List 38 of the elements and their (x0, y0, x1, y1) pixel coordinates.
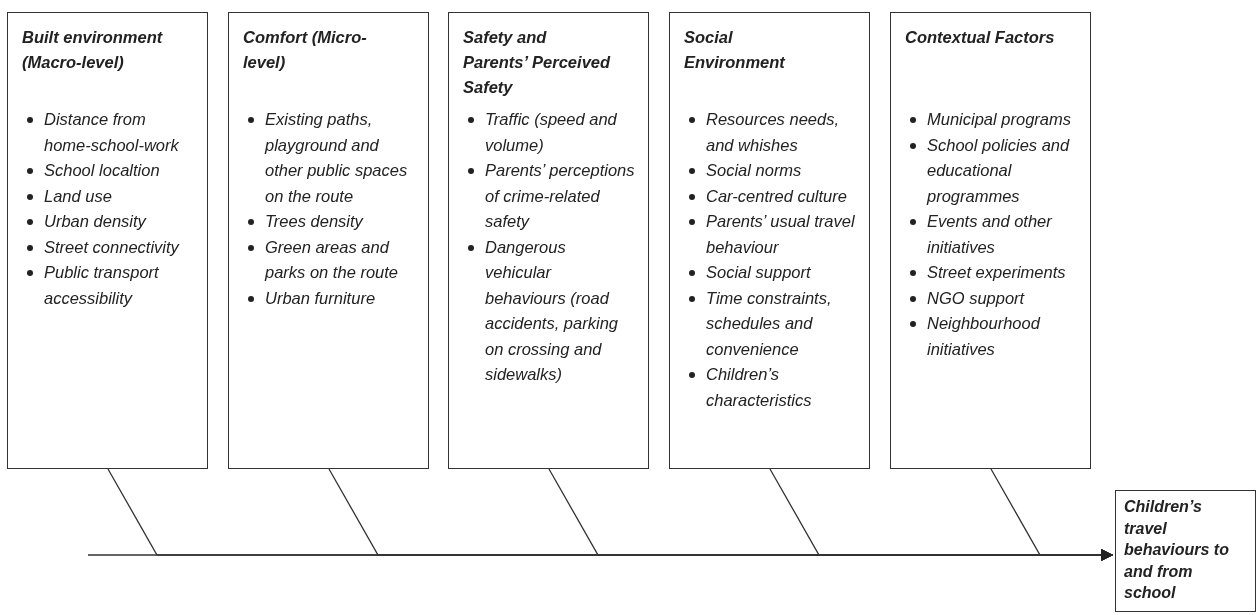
bullet-item: Traffic (speed and volume) (485, 107, 635, 158)
bullet-item: Urban density (44, 209, 194, 235)
category-box (228, 12, 429, 469)
category-heading: Social Environment (684, 27, 787, 73)
category-box (448, 12, 649, 469)
bullet-item: School localtion (44, 158, 194, 184)
bullet-item: NGO support (927, 285, 1077, 311)
bullet-item: Social support (706, 260, 856, 286)
bullet-item: Land use (44, 183, 194, 209)
bullet-item: Distance from home-school-work (44, 107, 194, 158)
bullet-item: Green areas and parks on the route (265, 234, 415, 286)
bullet-item: Resources needs, and whishes (706, 107, 856, 158)
bullet-item: Trees density (265, 209, 415, 235)
bullet-item: Car-centred culture (706, 183, 856, 209)
category-heading: Safety and Parents’ Perceived Safety (463, 27, 612, 98)
bullet-item: Street connectivity (44, 234, 194, 260)
bullet-item: Neighbourhood initiatives (927, 311, 1077, 362)
bullet-item: Dangerous vehicular behaviours (road accidents, parking on crossing and sidewalks) (485, 234, 635, 388)
bullet-item: Time constraints, schedules and convenience (706, 285, 856, 362)
bullet-item: Parents’ perceptions of crime-related safety (485, 158, 635, 235)
bullet-item: Existing paths, playground and other public spaces on the route (265, 107, 415, 209)
bullet-item: Children’s characteristics (706, 362, 856, 413)
category-box (7, 12, 208, 469)
bullet-item: Municipal programs (927, 107, 1077, 133)
bullet-item: Events and other initiatives (927, 209, 1077, 260)
bullet-item: Urban furniture (265, 285, 415, 311)
category-heading: Contextual Factors (905, 27, 1055, 48)
bullet-item: Social norms (706, 158, 856, 184)
bullet-item: Street experiments (927, 260, 1077, 286)
category-heading: Comfort (Micro-level) (243, 27, 368, 73)
category-box (669, 12, 870, 469)
outcome-box: Children’s travel behaviours to and from school (1115, 490, 1256, 612)
category-heading: Built environment (Macro-level) (22, 27, 164, 73)
category-box (890, 12, 1091, 469)
bullet-item: Parents’ usual travel behaviour (706, 209, 856, 260)
bullet-item: Public transport accessibility (44, 260, 194, 311)
spine-arrow (87, 549, 1114, 561)
bullet-item: School policies and educational programmes (927, 132, 1077, 209)
